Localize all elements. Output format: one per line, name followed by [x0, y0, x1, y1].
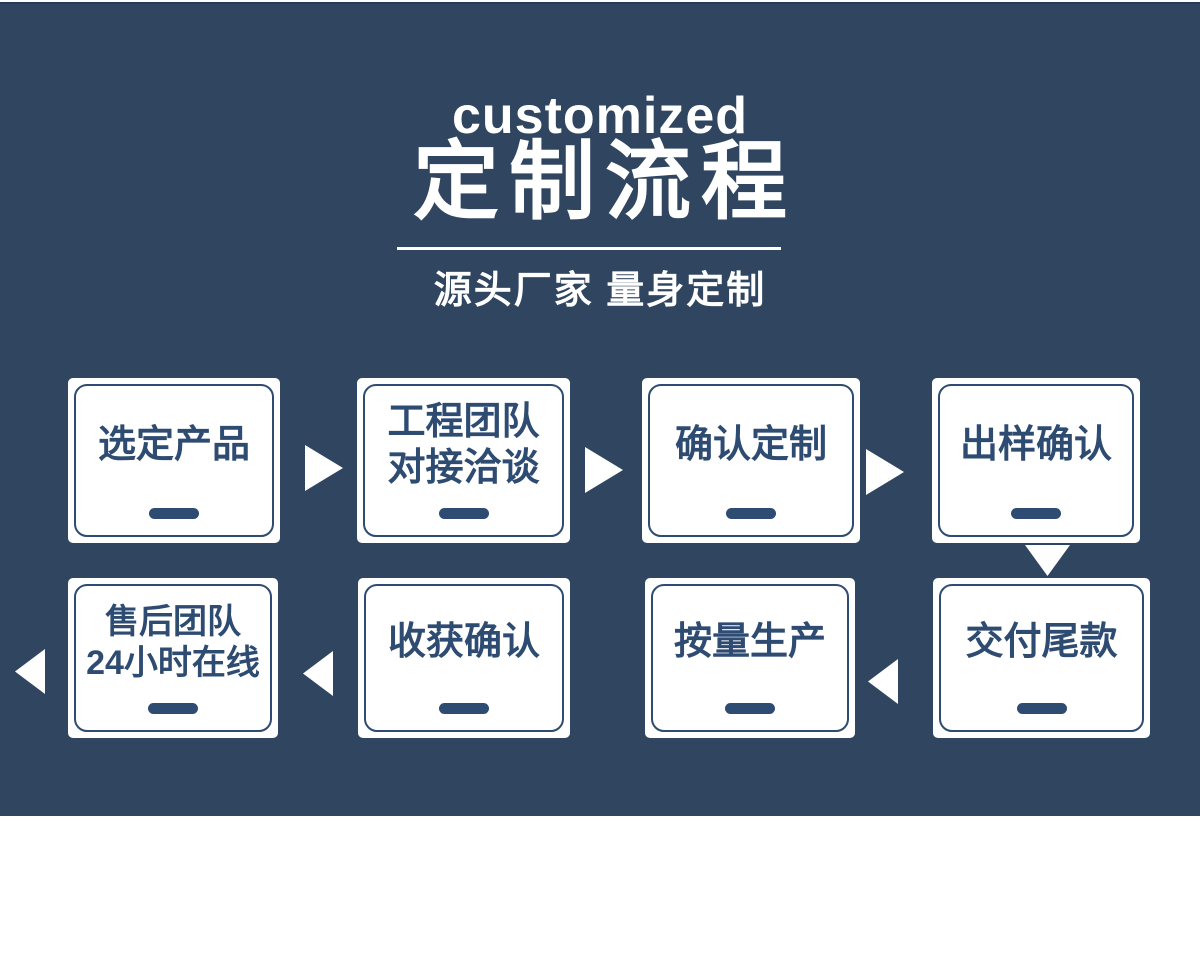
step-border: [74, 584, 272, 732]
step-underline: [438, 508, 489, 519]
step-border: [74, 384, 274, 537]
step-label: 交付尾款: [965, 621, 1118, 664]
title-divider: [397, 247, 781, 250]
step-sample-confirmation: 出样确认: [932, 378, 1140, 543]
eyebrow-text: customized: [451, 87, 749, 145]
step-underline: [726, 508, 776, 519]
page-title: 定制流程: [413, 134, 797, 230]
step-border: [938, 384, 1134, 537]
step-label: 售后团队 24小时在线: [86, 603, 260, 682]
step-select-product: 选定产品: [68, 378, 280, 543]
step-underline: [1016, 703, 1067, 714]
step-underline: [149, 508, 199, 519]
step-border: [651, 584, 849, 732]
step-production-by-quantity: 按量生产: [645, 578, 855, 738]
step-border: [363, 384, 564, 537]
step-underline: [725, 703, 775, 714]
step-label: 工程团队 对接洽谈: [387, 400, 540, 489]
step-label: 收获确认: [387, 621, 540, 664]
step-underline: [148, 703, 198, 714]
step-after-sales-team: 售后团队 24小时在线: [68, 578, 278, 738]
step-underline: [439, 703, 489, 714]
step-label: 选定产品: [97, 423, 250, 466]
step-engineering-team: 工程团队 对接洽谈: [357, 378, 570, 543]
step-receipt-confirmation: 收获确认: [358, 578, 570, 738]
step-label: 按量生产: [673, 621, 826, 664]
step-border: [364, 584, 564, 732]
step-border: [648, 384, 854, 537]
step-confirm-customization: 确认定制: [642, 378, 860, 543]
step-label: 确认定制: [674, 423, 827, 466]
step-label: 出样确认: [959, 423, 1112, 466]
subtitle: 源头厂家 量身定制: [433, 270, 767, 312]
step-final-payment: 交付尾款: [933, 578, 1150, 738]
step-underline: [1011, 508, 1061, 519]
step-border: [939, 584, 1144, 732]
